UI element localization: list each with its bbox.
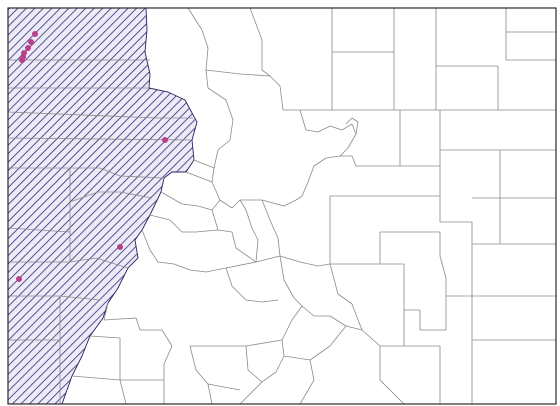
occurrence-point bbox=[32, 31, 38, 37]
occurrence-point bbox=[162, 137, 168, 143]
state-boundary bbox=[7, 7, 557, 405]
species-range-area bbox=[7, 7, 198, 405]
occurrence-point bbox=[25, 45, 31, 51]
county-boundaries bbox=[7, 7, 556, 405]
occurrence-point bbox=[16, 276, 22, 282]
occurrence-point bbox=[19, 57, 25, 63]
occurrence-point bbox=[28, 39, 34, 45]
occurrence-point bbox=[117, 244, 123, 250]
occurrence-points bbox=[16, 31, 168, 282]
